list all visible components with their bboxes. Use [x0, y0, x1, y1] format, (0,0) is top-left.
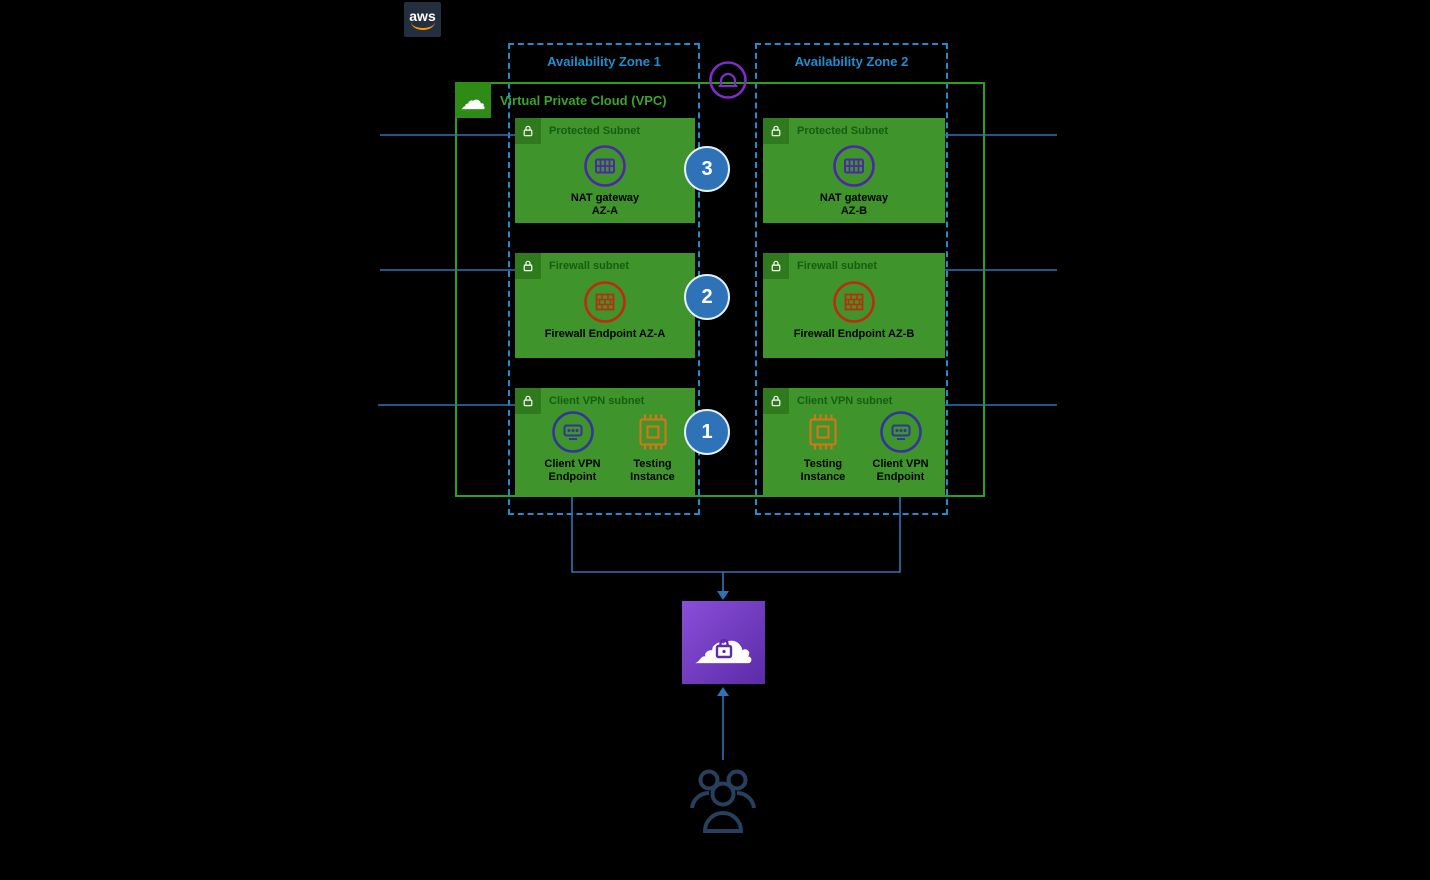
vpc-label: Virtual Private Cloud (VPC): [500, 92, 667, 108]
internet-gateway-icon: [708, 60, 748, 100]
node-label-line: Endpoint: [548, 471, 597, 483]
subnet-lock-icon: [763, 118, 789, 144]
availability-zone-1-label: Availability Zone 1: [547, 54, 661, 69]
subnet-lock-icon: [763, 388, 789, 414]
subnet-lock-icon: [515, 253, 541, 279]
node-label-line: Instance: [800, 471, 846, 483]
subnet-title: Firewall subnet: [797, 260, 878, 272]
cloud-glyph: ☁: [460, 85, 486, 115]
nat-gateway-icon: [583, 144, 627, 188]
node-label-line: NAT gateway: [570, 192, 640, 204]
subnet-firewall-az1: Firewall subnet: [515, 253, 695, 358]
node-label-line: Client VPN: [872, 458, 929, 470]
node-label-line: Firewall Endpoint AZ-A: [544, 328, 666, 340]
subnet-firewall-az2: Firewall subnet: [763, 253, 945, 358]
subnet-clientvpn-az2: Client VPN subnet: [763, 388, 945, 497]
node-label-line: Firewall Endpoint AZ-B: [793, 328, 915, 340]
subnet-lock-icon: [763, 253, 789, 279]
arrowhead-up-icon: [717, 687, 729, 696]
subnet-title: Client VPN subnet: [549, 395, 645, 407]
subnet-lock-icon: [515, 388, 541, 414]
vpc-cloud-icon: ☁: [455, 82, 491, 118]
cloud-glyph: ☁: [692, 608, 755, 677]
step-badge-3: 3: [684, 146, 730, 192]
node-label-line: Testing: [633, 458, 672, 470]
vpc-header: ☁ Virtual Private Cloud (VPC): [455, 82, 667, 118]
aws-smile-icon: [410, 22, 435, 30]
node-label-line: NAT gateway: [819, 192, 889, 204]
nat-gateway-az-b-node: NAT gateway AZ-B: [763, 144, 945, 218]
nat-gateway-icon: [832, 144, 876, 188]
client-vpn-endpoint-icon: [551, 410, 595, 454]
firewall-endpoint-icon: [583, 280, 627, 324]
testing-instance-az-b-node: Testing Instance: [778, 410, 868, 484]
node-label-line: Client VPN: [544, 458, 601, 470]
firewall-endpoint-icon: [832, 280, 876, 324]
testing-instance-az-a-node: Testing Instance: [610, 410, 695, 484]
node-label-line: Testing: [803, 458, 843, 470]
arrowhead-down-icon: [717, 591, 729, 600]
aws-logo-text: aws: [409, 8, 436, 24]
availability-zone-2-label: Availability Zone 2: [794, 54, 909, 69]
client-vpn-endpoint-icon: [879, 410, 923, 454]
client-vpn-service-icon: ☁: [682, 601, 765, 684]
subnet-title: Protected Subnet: [549, 125, 641, 137]
node-label-line: Instance: [630, 471, 675, 483]
firewall-endpoint-az-b-node: Firewall Endpoint AZ-B: [763, 280, 945, 341]
client-vpn-endpoint-az-a-node: Client VPN Endpoint: [530, 410, 615, 484]
node-label-line: AZ-A: [591, 205, 619, 217]
subnet-title: Client VPN subnet: [797, 395, 893, 407]
client-vpn-endpoint-az-b-node: Client VPN Endpoint: [858, 410, 943, 484]
firewall-endpoint-az-a-node: Firewall Endpoint AZ-A: [515, 280, 695, 341]
step-badge-2: 2: [684, 274, 730, 320]
node-label-line: Endpoint: [876, 471, 925, 483]
step-badge-1: 1: [684, 409, 730, 455]
subnet-title: Protected Subnet: [797, 125, 889, 137]
lock-icon: [715, 639, 732, 659]
subnet-lock-icon: [515, 118, 541, 144]
aws-logo: aws: [404, 2, 441, 37]
ec2-instance-icon: [631, 410, 675, 454]
users-icon: [683, 763, 763, 844]
node-label-line: AZ-B: [840, 205, 868, 217]
subnet-title: Firewall subnet: [549, 260, 630, 272]
ec2-instance-icon: [801, 410, 845, 454]
nat-gateway-az-a-node: NAT gateway AZ-A: [515, 144, 695, 218]
